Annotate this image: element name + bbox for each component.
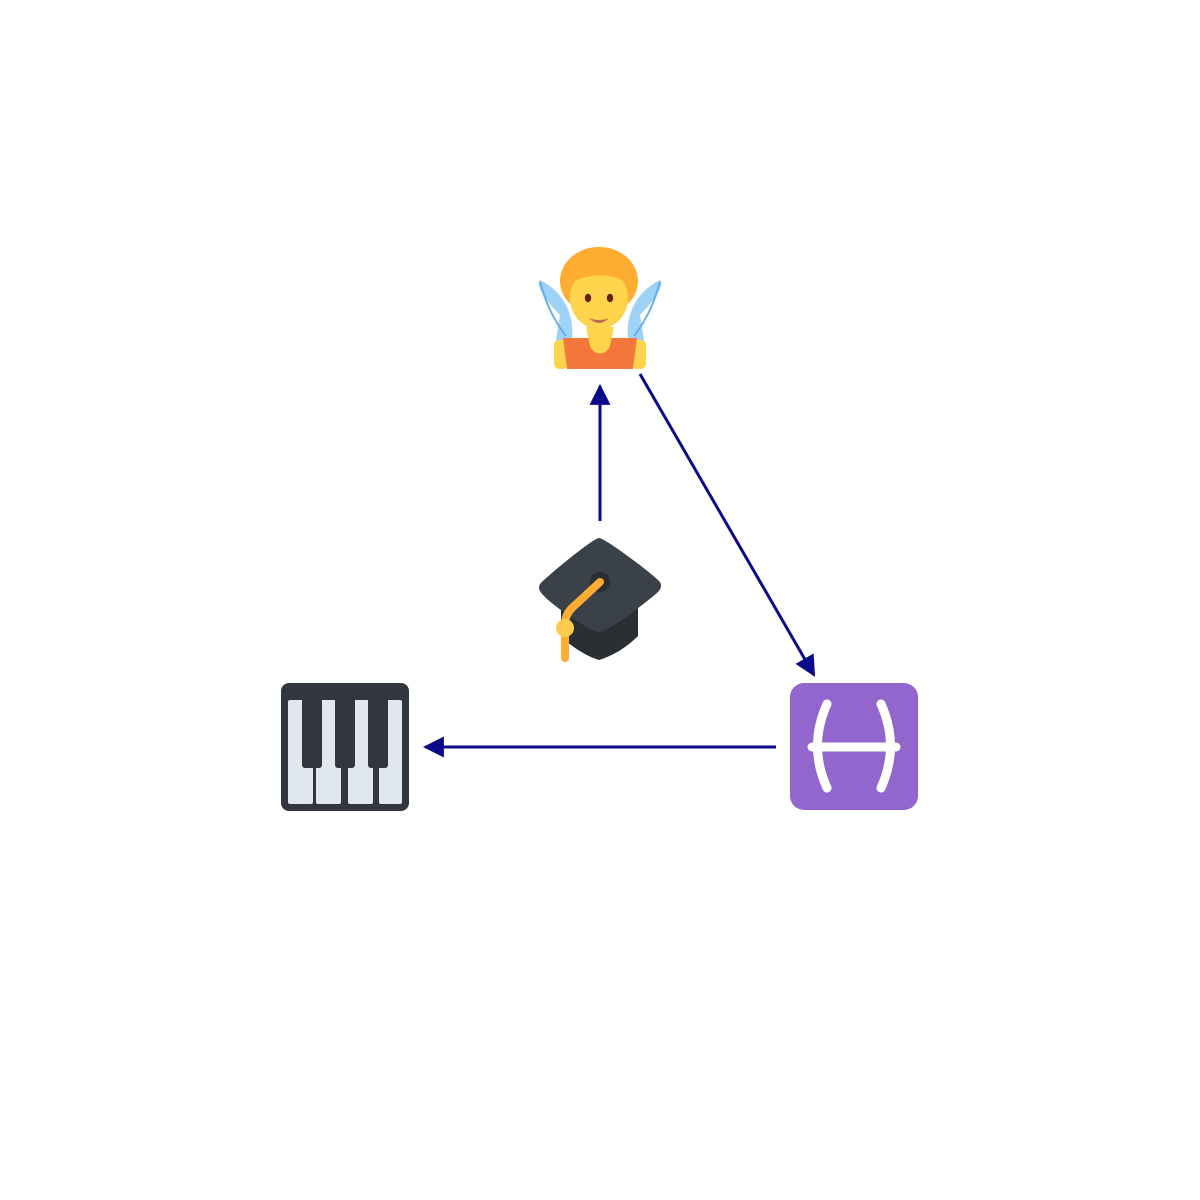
node-piano [281, 683, 409, 811]
graduation-cap-icon [539, 538, 661, 662]
edges [422, 373, 816, 758]
edge-fairy-to-pisces [638, 373, 816, 677]
piano-keyboard-icon [281, 683, 409, 811]
pisces-icon [790, 683, 918, 810]
node-graduation-cap [539, 538, 661, 662]
node-fairy [538, 247, 662, 369]
fairy-icon [538, 247, 662, 369]
node-pisces [790, 683, 918, 810]
